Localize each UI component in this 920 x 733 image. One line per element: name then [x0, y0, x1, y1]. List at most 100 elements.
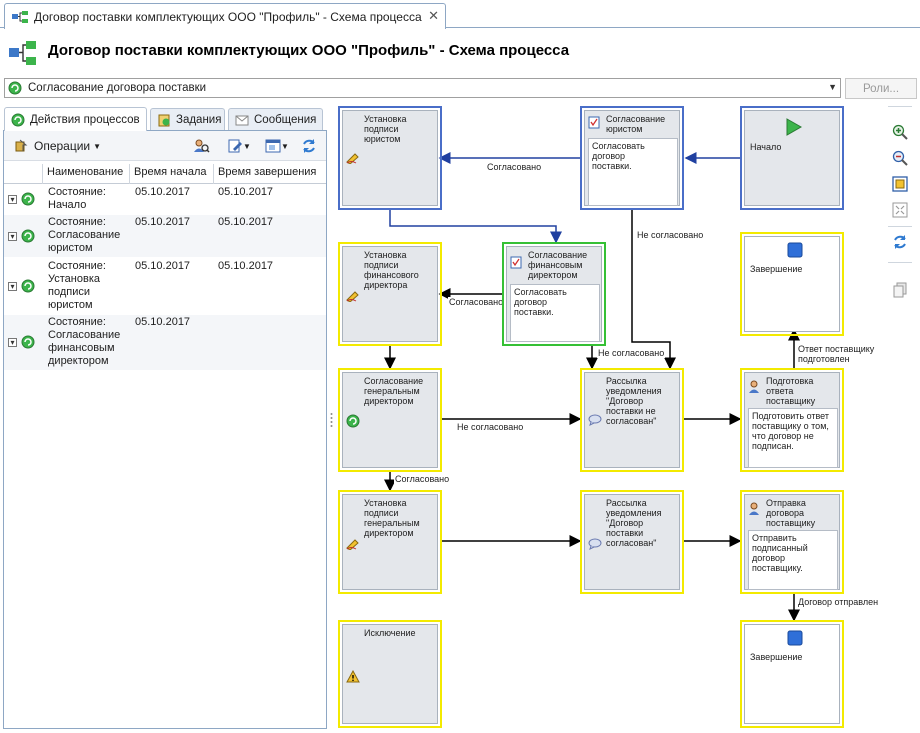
message-bubble-icon [588, 414, 602, 426]
chevron-down-icon[interactable]: ▼ [828, 82, 837, 92]
find-user-button[interactable] [190, 137, 212, 155]
view-menu-button[interactable]: ▼ [262, 137, 292, 155]
process-diagram: Согласовано Не согласовано Согласовано Н… [336, 104, 880, 730]
row-end: 05.10.2017 [218, 260, 274, 272]
roles-button[interactable]: Роли... [845, 78, 917, 99]
document-tab[interactable]: Договор поставки комплектующих ООО "Проф… [4, 3, 446, 29]
refresh-button[interactable] [298, 137, 320, 155]
column-header-end[interactable]: Время завершения [218, 166, 317, 178]
block-approve-lawyer[interactable]: Согласование юристом Согласовать договор… [580, 106, 684, 210]
block-description: Подготовить ответ поставщику о том, что … [748, 408, 838, 468]
block-label: Установка подписи генеральным директором [364, 498, 420, 538]
table-header [4, 164, 326, 184]
refresh-icon [894, 235, 906, 249]
edge-label-not-approved: Не согласовано [597, 348, 666, 358]
zoom-in-icon [892, 124, 908, 140]
block-label: Отправка договора поставщику [766, 498, 816, 528]
block-label: Исключение [364, 628, 416, 638]
warning-icon [346, 670, 360, 683]
block-label: Подготовка ответа поставщику [766, 376, 816, 406]
document-tab-title: Договор поставки комплектующих ООО "Проф… [34, 9, 422, 24]
signature-pen-icon [346, 291, 359, 302]
route-icon [8, 81, 22, 95]
row-start: 05.10.2017 [135, 216, 191, 228]
block-notify-approved[interactable]: Рассылка уведомления "Договор поставки с… [580, 490, 684, 594]
tab-messages[interactable]: Сообщения [228, 108, 323, 130]
block-prepare-reply[interactable]: Подготовка ответа поставщику Подготовить… [740, 368, 844, 472]
column-header-start[interactable]: Время начала [134, 166, 207, 178]
block-sign-gen-director[interactable]: Установка подписи генеральным директором [338, 490, 442, 594]
column-separator [42, 164, 43, 184]
edge-label-contract-sent: Договор отправлен [797, 597, 880, 607]
state-icon [346, 414, 360, 428]
route-select[interactable]: Согласование договора поставки ▼ [4, 78, 841, 98]
expand-icon[interactable]: ▾ [8, 338, 17, 347]
block-label: Установка подписи финансового директора [364, 250, 419, 290]
block-label: Начало [750, 142, 782, 152]
tab-label: Сообщения [254, 113, 317, 126]
column-header-name[interactable]: Наименование [47, 166, 124, 178]
row-end: 05.10.2017 [218, 216, 274, 228]
zoom-in-button[interactable] [890, 122, 910, 142]
play-icon [786, 118, 802, 136]
actual-size-button[interactable] [890, 200, 910, 220]
block-approve-gen-director[interactable]: Согласование генеральным директором [338, 368, 442, 472]
edge-label-reply-ready: Ответ поставщику подготовлен [797, 344, 876, 364]
expand-icon[interactable]: ▾ [8, 195, 17, 204]
signature-pen-icon [346, 153, 359, 164]
table-row[interactable]: ▾ Состояние: Установка подписи юристом 0… [4, 259, 326, 314]
row-name: Состояние: Согласование финансовым дирек… [48, 316, 121, 367]
block-exception[interactable]: Исключение [338, 620, 442, 728]
table-row[interactable]: ▾ Состояние: Согласование юристом 05.10.… [4, 215, 326, 257]
row-end: 05.10.2017 [218, 186, 274, 198]
state-icon [21, 335, 35, 349]
block-sign-fin-director[interactable]: Установка подписи финансового директора [338, 242, 442, 346]
table-row[interactable]: ▾ Состояние: Начало 05.10.2017 05.10.201… [4, 186, 326, 214]
state-icon [21, 229, 35, 243]
fit-to-page-button[interactable] [890, 174, 910, 194]
block-finish-bottom[interactable]: Завершение [740, 620, 844, 728]
expand-icon[interactable]: ▾ [8, 232, 17, 241]
row-name: Состояние: Согласование юристом [48, 216, 121, 254]
block-start[interactable]: Начало [740, 106, 844, 210]
close-icon[interactable]: ✕ [428, 8, 439, 23]
copy-button[interactable] [890, 280, 910, 300]
block-description: Отправить подписанный договор поставщику… [748, 530, 838, 590]
process-scheme-icon [12, 10, 28, 23]
signature-pen-icon [346, 539, 359, 550]
zoom-out-icon [892, 150, 908, 166]
edge-label-approved: Согласовано [448, 297, 505, 307]
tab-process-actions[interactable]: Действия процессов [4, 107, 147, 131]
tab-label: Действия процессов [30, 113, 140, 126]
row-name: Состояние: Установка подписи юристом [48, 260, 106, 311]
panel-splitter[interactable] [330, 410, 333, 430]
messages-icon [235, 115, 249, 125]
row-start: 05.10.2017 [135, 316, 191, 328]
expand-icon[interactable]: ▾ [8, 282, 17, 291]
row-name: Состояние: Начало [48, 186, 106, 211]
block-sign-lawyer[interactable]: Установка подписи юристом [338, 106, 442, 210]
message-bubble-icon [588, 538, 602, 550]
row-start: 05.10.2017 [135, 186, 191, 198]
block-label: Завершение [750, 652, 803, 662]
block-label: Рассылка уведомления "Договор поставки с… [606, 498, 662, 548]
edit-menu-button[interactable]: ▼ [224, 137, 254, 155]
edge-label-not-approved: Не согласовано [456, 422, 525, 432]
block-finish-top[interactable]: Завершение [740, 232, 844, 336]
column-separator [213, 164, 214, 184]
zoom-out-button[interactable] [890, 148, 910, 168]
table-row[interactable]: ▾ Состояние: Согласование финансовым дир… [4, 315, 326, 370]
route-value: Согласование договора поставки [28, 82, 207, 94]
chevron-down-icon: ▼ [243, 141, 251, 151]
refresh-diagram-button[interactable] [890, 232, 910, 252]
block-notify-rejected[interactable]: Рассылка уведомления "Договор поставки н… [580, 368, 684, 472]
state-icon [21, 192, 35, 206]
diagram-connectors [384, 152, 800, 622]
row-start: 05.10.2017 [135, 260, 191, 272]
block-approve-fin-director[interactable]: Согласование финансовым директором Согла… [502, 242, 606, 346]
block-send-contract[interactable]: Отправка договора поставщику Отправить п… [740, 490, 844, 594]
tab-tasks[interactable]: Задания [150, 108, 225, 130]
process-scheme-icon [9, 41, 36, 65]
state-icon [21, 279, 35, 293]
operations-menu-button[interactable]: Операции ▼ [14, 139, 101, 153]
